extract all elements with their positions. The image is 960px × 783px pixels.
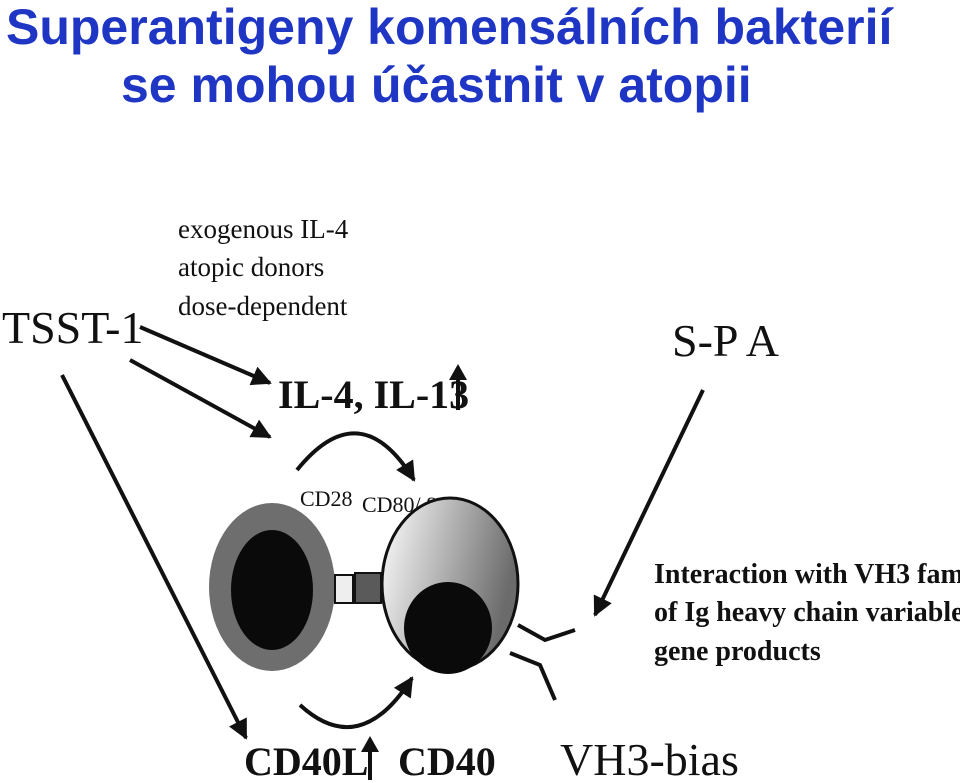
tsst1-to-il-arrow-1 <box>139 325 272 386</box>
bcr-antenna-lower <box>509 651 557 701</box>
cd40l-label: CD40L <box>244 739 368 783</box>
cd28-receptor <box>334 574 354 604</box>
tsst1-to-il-arrow-2 <box>129 358 272 439</box>
tsst1-label: TSST-1 <box>2 302 143 353</box>
condition-atopic-donors: atopic donors <box>178 252 324 282</box>
bcr-antenna-upper <box>517 623 576 643</box>
cd40l-up-arrow-icon <box>361 736 379 780</box>
il-feedback-curved-arrow <box>295 431 416 482</box>
tsst1-to-cd40l-arrow <box>60 374 248 740</box>
vh3-bias-label: VH3-bias <box>560 734 739 783</box>
slide-title-line-1: Superantigeny komensálních bakterií <box>6 0 893 55</box>
spa-label: S-P A <box>672 315 779 366</box>
spa-to-bcell-arrow <box>593 389 705 617</box>
cd40-curved-arrow <box>298 676 414 730</box>
il4-il13-label: IL-4, IL-13 <box>278 372 469 417</box>
slide-title-line-2: se mohou účastnit v atopii <box>121 57 752 113</box>
cd40-label: CD40 <box>398 739 496 783</box>
interaction-line-2: of Ig heavy chain variable <box>654 597 960 628</box>
il-up-arrow-icon <box>449 364 467 410</box>
cd28-label: CD28 <box>300 486 353 511</box>
b-cell <box>380 496 576 701</box>
condition-dose-dependent: dose-dependent <box>178 291 348 321</box>
cd80-86-ligand <box>354 572 382 604</box>
condition-exogenous-il4: exogenous IL-4 <box>178 214 349 244</box>
interaction-line-3: gene products <box>654 636 821 667</box>
t-cell <box>209 503 335 671</box>
interaction-line-1: Interaction with VH3 family <box>654 559 960 590</box>
